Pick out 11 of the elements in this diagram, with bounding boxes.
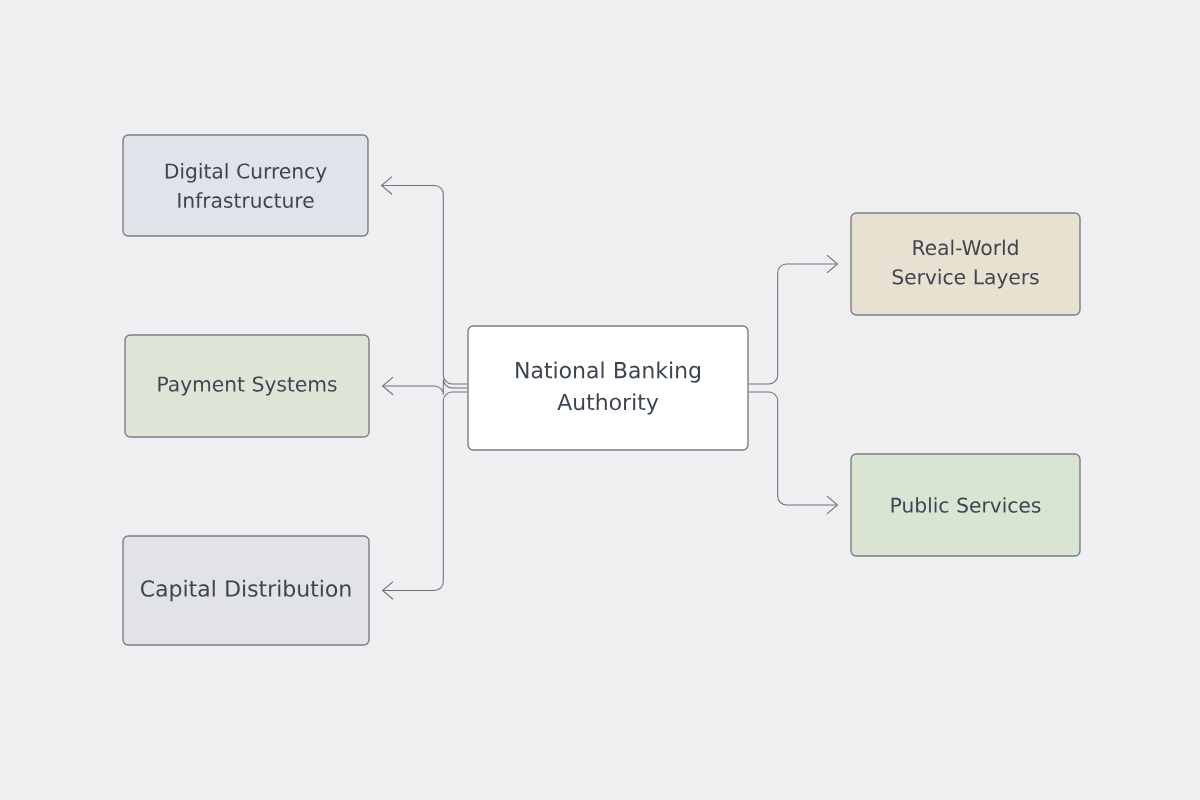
process-box: Payment Systems [124, 334, 370, 438]
process-box: Real-World Service Layers [850, 212, 1081, 316]
process-box: Digital Currency Infrastructure [122, 134, 369, 237]
process-box: National Banking Authority [467, 325, 749, 451]
arrow [380, 176, 468, 385]
arrow [381, 376, 468, 396]
arrow [748, 391, 839, 515]
process-box: Public Services [850, 453, 1081, 557]
arrow [748, 254, 839, 385]
process-box: Capital Distribution [122, 535, 370, 646]
arrow [381, 391, 468, 600]
